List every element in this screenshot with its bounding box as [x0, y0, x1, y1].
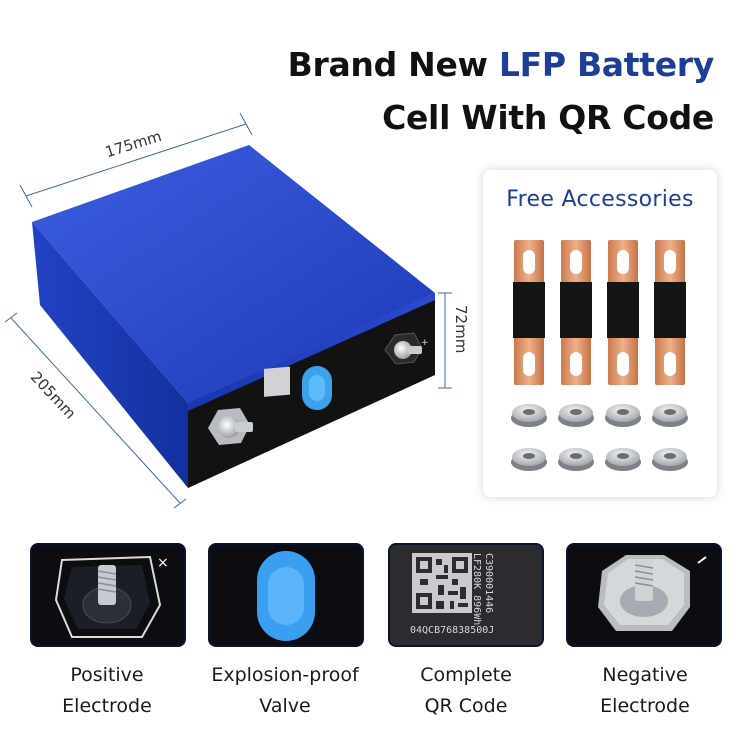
battery-front-blue-edge [188, 293, 435, 411]
nut [605, 404, 641, 427]
busbar [607, 240, 639, 385]
caption-line-1: Complete [420, 664, 512, 686]
qr-label-small [264, 366, 290, 397]
nut [652, 448, 688, 471]
caption-line-1: Explosion-proof [211, 664, 359, 686]
svg-text:×: × [157, 555, 169, 571]
nut [652, 404, 688, 427]
caption-explosion-proof-valve: Explosion-proof Valve [200, 660, 370, 722]
svg-text:04QCB76838500J: 04QCB76838500J [410, 625, 494, 636]
nut [605, 448, 641, 471]
caption-line-1: Positive [70, 664, 144, 686]
headline-prefix: Brand New [287, 45, 499, 84]
svg-text:C390001446: C390001446 [483, 553, 494, 613]
explosion-proof-valve-icon [210, 545, 362, 645]
headline-line-2: Cell With QR Code [382, 98, 714, 137]
caption-line-2: Electrode [600, 695, 690, 717]
headline-line-1: Brand New LFP Battery [287, 38, 715, 91]
battery-cell: + [32, 145, 435, 488]
caption-line-2: Valve [259, 695, 311, 717]
nut [558, 448, 594, 471]
svg-text:LF280K 896Wh: LF280K 896Wh [471, 553, 482, 625]
accessories-title: Free Accessories [506, 187, 694, 212]
nut [511, 448, 547, 471]
caption-positive-electrode: Positive Electrode [22, 660, 192, 722]
battery-left-face [32, 222, 188, 488]
dimension-lines [4, 112, 452, 509]
caption-line-2: QR Code [424, 695, 508, 717]
dimension-height-label: 72mm [452, 305, 470, 354]
busbar [513, 240, 545, 385]
negative-terminal [208, 408, 253, 445]
caption-qr-code: Complete QR Code [381, 660, 551, 722]
accessories-illustration [511, 240, 688, 471]
headline: Brand New LFP Battery Cell With QR Code [287, 38, 715, 144]
detail-negative-electrode [568, 545, 720, 645]
accessories-card: Free Accessories [483, 170, 717, 497]
positive-electrode-icon: × [32, 545, 184, 645]
nut [511, 404, 547, 427]
detail-qr-code: C390001446 LF280K 896Wh 04QCB76838500J [390, 545, 542, 645]
svg-text:+: + [421, 338, 429, 348]
busbar [654, 240, 686, 385]
battery-illustration: + [4, 112, 452, 509]
caption-line-2: Electrode [62, 695, 152, 717]
nut [558, 404, 594, 427]
headline-accent: LFP Battery [498, 45, 714, 84]
detail-explosion-proof-valve [210, 545, 362, 645]
positive-terminal: + [384, 332, 429, 365]
qr-code-icon: C390001446 LF280K 896Wh 04QCB76838500J [390, 545, 542, 645]
caption-line-1: Negative [602, 664, 688, 686]
negative-electrode-icon [568, 545, 720, 645]
battery-top-face [32, 145, 435, 403]
detail-positive-electrode: × [32, 545, 184, 645]
busbar [560, 240, 592, 385]
caption-negative-electrode: Negative Electrode [560, 660, 730, 722]
